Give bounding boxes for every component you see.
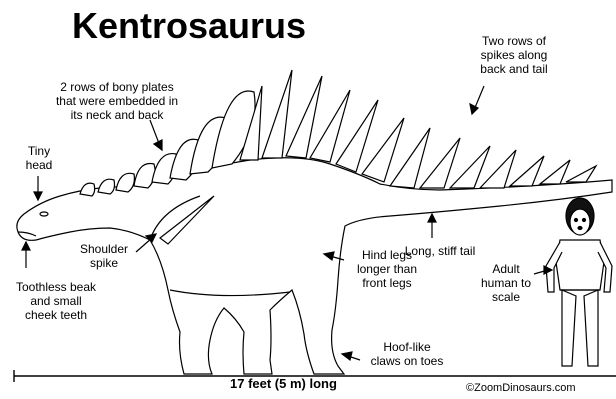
human-right-leg [584, 290, 598, 366]
label-tiny-head: Tiny head [20, 144, 58, 172]
label-long-tail: Long, stiff tail [384, 244, 496, 258]
human-torso [556, 240, 604, 290]
label-shoulder-spike: Shoulder spike [66, 242, 142, 270]
length-label: 17 feet (5 m) long [230, 376, 337, 391]
human-face [570, 209, 590, 235]
diagram-title: Kentrosaurus [72, 6, 306, 46]
copyright-text: ©ZoomDinosaurs.com [466, 382, 576, 394]
label-bony-plates: 2 rows of bony plates that were embedded… [32, 80, 202, 122]
human-figure [546, 198, 612, 366]
label-adult-human: Adult human to scale [474, 262, 538, 304]
label-spikes-back: Two rows of spikes along back and tail [462, 34, 566, 76]
label-hoof-claws: Hoof-like claws on toes [356, 340, 458, 368]
label-toothless-beak: Toothless beak and small cheek teeth [0, 280, 112, 322]
human-left-leg [562, 290, 576, 366]
